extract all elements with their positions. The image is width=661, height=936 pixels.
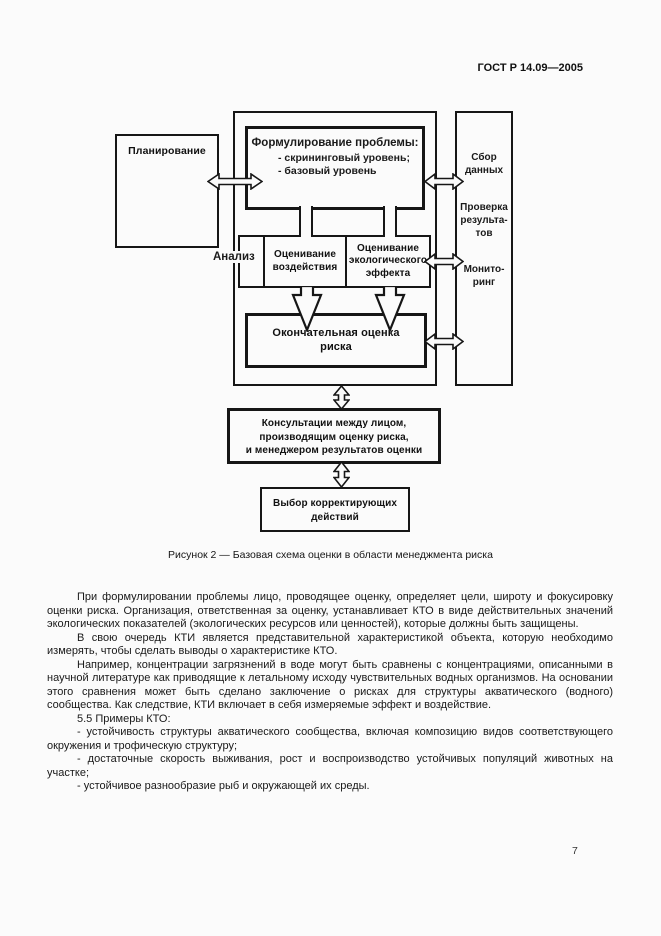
body-paragraph: При формулировании проблемы лицо, провод… (47, 591, 613, 630)
body-paragraph: - устойчивость структуры акватического с… (47, 726, 613, 752)
label-line: результа- (460, 215, 508, 226)
connector-channel (299, 206, 313, 237)
body-paragraph: 5.5 Примеры КТО: (77, 712, 171, 725)
corrective-label-line: Выбор корректирующих (273, 498, 397, 509)
body-paragraph: - устойчивое разнообразие рыб и окружающ… (77, 780, 370, 792)
effect-label-line: эффекта (365, 267, 411, 279)
double-arrow-horizontal-icon (207, 173, 263, 190)
impact-label-line: Оценивание (273, 249, 336, 260)
double-arrow-horizontal-icon (424, 333, 464, 350)
figure-caption: Рисунок 2 — Базовая схема оценки в облас… (168, 549, 493, 561)
label-line: данных (464, 165, 504, 176)
analysis-box: Оценивание воздействия Оценивание эколог… (238, 235, 431, 288)
planning-label: Планирование (128, 145, 206, 157)
analysis-label: Анализ (211, 251, 257, 263)
final-label-line: риска (320, 341, 352, 353)
data-support-box: Сбор данных Проверка результа- тов Монит… (455, 111, 513, 386)
double-arrow-horizontal-icon (424, 253, 464, 270)
body-paragraph: - достаточные скорость выживания, рост и… (47, 753, 613, 779)
effect-label-line: экологического (348, 255, 428, 267)
analysis-empty-cell (240, 237, 265, 286)
final-risk-assessment-box: Окончательная оценка риска (245, 313, 427, 368)
label-line: ринг (472, 277, 496, 288)
consult-label-line: Консультации между лицом, (261, 418, 407, 429)
impact-assessment-cell: Оценивание воздействия (265, 237, 347, 286)
connector-channel (383, 206, 397, 237)
double-arrow-vertical-icon (333, 385, 350, 410)
impact-label-line: воздействия (272, 261, 338, 273)
body-paragraph: Например, концентрации загрязнений в вод… (47, 658, 613, 712)
label-line: Проверка (460, 202, 508, 213)
data-collection-label: Сбор данных (457, 151, 511, 177)
corrective-actions-box: Выбор корректирующих действий (260, 487, 410, 532)
formulation-item-screening: - скрининговый уровень; (278, 152, 410, 164)
consultation-box: Консультации между лицом, производящим о… (227, 408, 441, 464)
label-line: тов (475, 228, 493, 239)
down-block-arrow-icon (374, 286, 406, 332)
consult-label-line: производящим оценку риска, (259, 431, 409, 443)
label-line: Сбор (471, 152, 497, 163)
problem-formulation-box: Формулирование проблемы: - скрининговый … (245, 126, 425, 210)
page-number: 7 (572, 845, 578, 857)
standard-header: ГОСТ Р 14.09—2005 (477, 62, 583, 74)
label-line: Монито- (463, 264, 505, 275)
final-label-line: Окончательная оценка (272, 327, 400, 339)
problem-formulation-title: Формулирование проблемы: (251, 137, 419, 149)
double-arrow-horizontal-icon (424, 173, 464, 190)
eco-effect-assessment-cell: Оценивание экологического эффекта (347, 237, 429, 286)
double-arrow-vertical-icon (333, 461, 350, 488)
down-block-arrow-icon (291, 286, 323, 332)
body-paragraph: В свою очередь КТИ является представител… (47, 631, 613, 658)
consult-label-line: и менеджером результатов оценки (245, 445, 423, 456)
body-text: При формулировании проблемы лицо, провод… (47, 591, 613, 794)
results-verification-label: Проверка результа- тов (457, 201, 511, 240)
monitoring-label: Монито- ринг (457, 263, 511, 289)
planning-box: Планирование (115, 134, 219, 248)
effect-label-line: Оценивание (356, 242, 419, 254)
corrective-label-line: действий (311, 511, 359, 523)
formulation-item-base: - базовый уровень (278, 165, 377, 177)
